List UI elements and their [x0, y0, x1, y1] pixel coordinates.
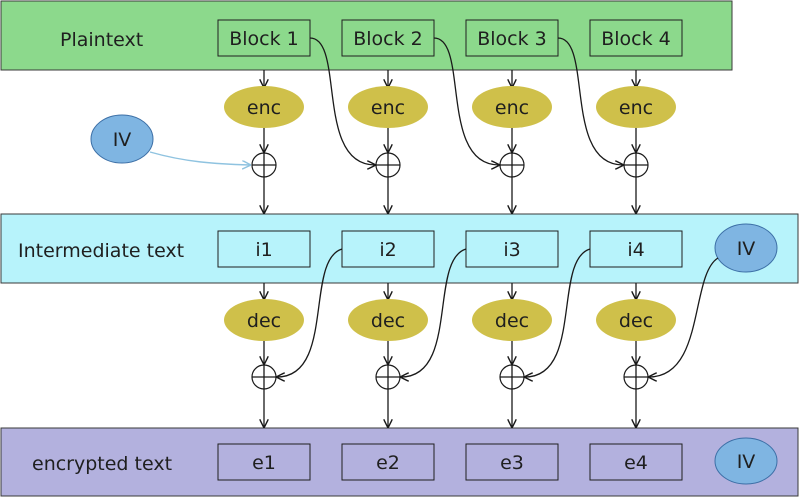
xor-bottom-2 — [375, 364, 401, 390]
dec-op-3: dec — [472, 299, 552, 341]
iv-intermediate: IV — [714, 223, 778, 273]
xor-top-2 — [375, 152, 401, 178]
chain-intermediate-3-to-xor-2 — [401, 248, 467, 377]
chain-intermediate-4-to-xor-3 — [525, 248, 591, 377]
svg-text:enc: enc — [619, 97, 653, 119]
svg-text:dec: dec — [371, 310, 405, 332]
svg-text:e1: e1 — [252, 452, 276, 474]
chain-plain-3-to-xor-4 — [557, 37, 623, 165]
enc-op-1: enc — [224, 86, 304, 128]
svg-text:i1: i1 — [255, 239, 272, 261]
svg-text:IV: IV — [737, 238, 756, 260]
svg-text:dec: dec — [619, 310, 653, 332]
svg-text:dec: dec — [247, 310, 281, 332]
iv-top-arrow — [149, 151, 250, 165]
plaintext-block-4: Block 4 — [589, 19, 683, 57]
intermediate-label: Intermediate text — [18, 240, 184, 262]
enc-op-2: enc — [348, 86, 428, 128]
svg-text:e4: e4 — [624, 452, 648, 474]
intermediate-band — [0, 213, 799, 284]
svg-text:IV: IV — [113, 129, 132, 151]
xor-top-3 — [499, 152, 525, 178]
encrypted-band — [0, 427, 799, 497]
chain-plain-2-to-xor-3 — [433, 37, 499, 165]
svg-text:Block 3: Block 3 — [477, 28, 547, 50]
svg-text:enc: enc — [247, 97, 281, 119]
chain-iv-to-xor-4 — [649, 257, 719, 377]
xor-bottom-4 — [623, 364, 649, 390]
xor-bottom-1 — [251, 364, 277, 390]
chain-plain-1-to-xor-2 — [309, 37, 375, 165]
encrypted-block-3: e3 — [465, 443, 559, 481]
encrypted-block-1: e1 — [217, 443, 311, 481]
svg-text:i2: i2 — [379, 239, 396, 261]
xor-bottom-3 — [499, 364, 525, 390]
svg-text:Block 4: Block 4 — [601, 28, 671, 50]
encrypted-block-2: e2 — [341, 443, 435, 481]
xor-top-4 — [623, 152, 649, 178]
dec-op-2: dec — [348, 299, 428, 341]
xor-top-1 — [251, 152, 277, 178]
svg-text:e3: e3 — [500, 452, 524, 474]
svg-text:Block 2: Block 2 — [353, 28, 423, 50]
encrypted-label: encrypted text — [32, 453, 172, 475]
intermediate-block-1: i1 — [217, 230, 311, 268]
svg-text:i3: i3 — [503, 239, 520, 261]
iv-encrypted: IV — [714, 437, 778, 485]
plaintext-label: Plaintext — [60, 29, 143, 51]
enc-op-4: enc — [596, 86, 676, 128]
dec-op-1: dec — [224, 299, 304, 341]
encrypted-block-4: e4 — [589, 443, 683, 481]
plaintext-band — [0, 0, 733, 71]
dec-op-4: dec — [596, 299, 676, 341]
svg-text:Block 1: Block 1 — [229, 28, 299, 50]
svg-text:e2: e2 — [376, 452, 400, 474]
chain-intermediate-2-to-xor-1 — [277, 248, 343, 377]
svg-text:enc: enc — [495, 97, 529, 119]
svg-text:dec: dec — [495, 310, 529, 332]
svg-text:IV: IV — [737, 451, 756, 473]
enc-op-3: enc — [472, 86, 552, 128]
svg-text:enc: enc — [371, 97, 405, 119]
iv-top: IV — [90, 114, 154, 164]
svg-text:i4: i4 — [627, 239, 644, 261]
